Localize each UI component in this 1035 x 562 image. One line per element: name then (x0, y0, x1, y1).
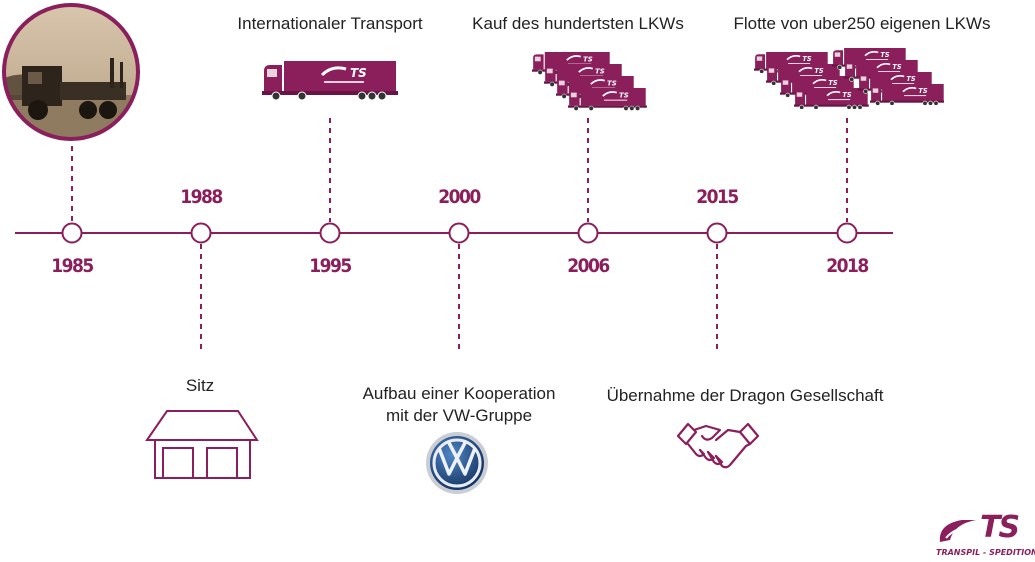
node-2015 (706, 222, 728, 244)
event-label-2006: Kauf des hundertsten LKWs (472, 14, 684, 33)
truck-stack-2006 (532, 52, 647, 112)
building-icon (145, 410, 259, 479)
event-label-2015: Übernahme der Dragon Gesellschaft (606, 386, 884, 405)
logo-subtitle: TRANSPIL - SPEDITION (936, 548, 1035, 557)
year-2015: 2015 (696, 186, 739, 208)
vintage-truck-photo (2, 3, 140, 141)
logo-mark (939, 520, 979, 542)
event-label-2000-line2: mit der VW-Gruppe (385, 406, 533, 425)
year-1988: 1988 (180, 186, 223, 208)
year-2018: 2018 (826, 255, 869, 277)
logo-text: TS (980, 510, 1020, 545)
company-logo: TS TRANSPIL - SPEDITION (936, 510, 1035, 560)
year-1995: 1995 (309, 255, 352, 277)
event-label-2000: Aufbau einer Kooperation mit der VW-Grup… (313, 383, 605, 427)
truck-icon-1995 (262, 61, 398, 101)
node-1995 (319, 222, 341, 244)
year-1985: 1985 (51, 255, 94, 277)
handshake-icon (676, 422, 760, 469)
event-label-2018: Flotte von uber250 eigenen LKWs (733, 14, 991, 33)
node-1988 (190, 222, 212, 244)
truck-fleet-2018 (754, 48, 944, 111)
year-2000: 2000 (438, 186, 481, 208)
node-2000 (448, 222, 470, 244)
event-label-1988: Sitz (185, 376, 215, 395)
event-label-2000-line1: Aufbau einer Kooperation (362, 384, 556, 403)
vw-logo (426, 432, 488, 494)
node-2006 (577, 222, 599, 244)
event-label-1995: Internationaler Transport (237, 14, 423, 33)
node-1985 (61, 222, 83, 244)
year-2006: 2006 (567, 255, 610, 277)
node-2018 (836, 222, 858, 244)
